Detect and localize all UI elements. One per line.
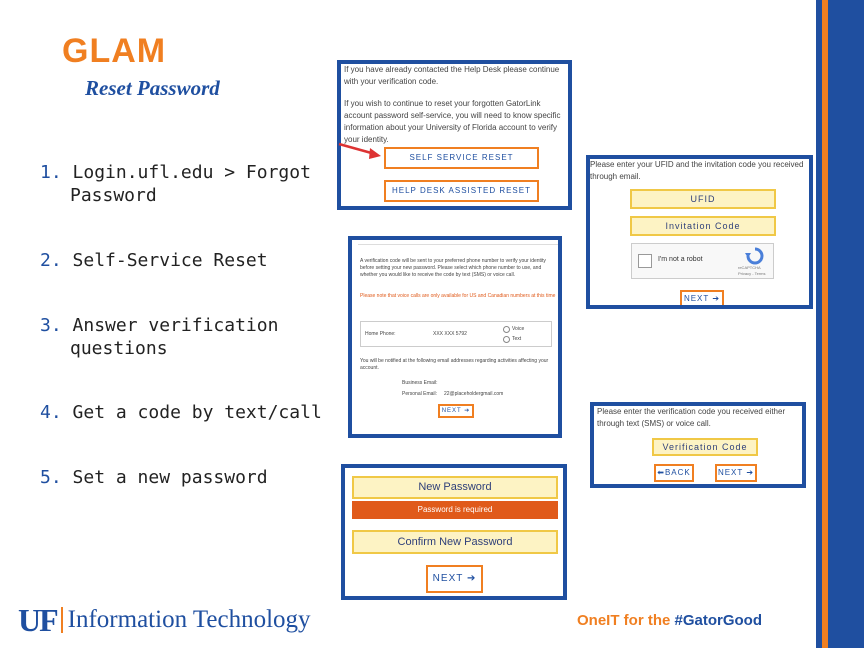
- step-text: Login.ufl.edu > Forgot: [72, 162, 311, 183]
- screenshot-new-password: New Password Password is required Confir…: [341, 464, 567, 600]
- screenshot-ufid-entry: Please enter your UFID and the invitatio…: [586, 155, 813, 309]
- step-text: Get a code by text/call: [72, 402, 322, 423]
- new-password-input[interactable]: New Password: [352, 476, 558, 499]
- help-desk-reset-button[interactable]: HELP DESK ASSISTED RESET: [384, 180, 539, 202]
- step-text-cont: questions: [70, 338, 168, 359]
- step-5: 5. Set a new password: [40, 466, 330, 489]
- next-button[interactable]: NEXT ➔: [715, 464, 757, 482]
- ufid-input[interactable]: UFID: [630, 189, 776, 209]
- back-button[interactable]: ⬅BACK: [654, 464, 694, 482]
- step-4: 4. Get a code by text/call: [40, 401, 330, 424]
- step-2: 2. Self-Service Reset: [40, 249, 330, 272]
- voice-call-note: Please note that voice calls are only av…: [360, 293, 556, 299]
- self-service-reset-button[interactable]: SELF SERVICE RESET: [384, 147, 539, 169]
- step-text-cont: Password: [70, 185, 157, 206]
- ufid-instructions: Please enter your UFID and the invitatio…: [590, 160, 804, 181]
- phone-label: Home Phone:: [365, 331, 396, 337]
- step-number: 2.: [40, 250, 62, 271]
- self-service-note: If you wish to continue to reset your fo…: [344, 99, 561, 144]
- confirm-password-input[interactable]: Confirm New Password: [352, 530, 558, 554]
- password-error: Password is required: [352, 501, 558, 519]
- text-option-label: Text: [512, 336, 522, 342]
- step-number: 3.: [40, 315, 62, 336]
- captcha-label: I'm not a robot: [658, 256, 703, 263]
- phone-value: XXX XXX 5792: [433, 331, 467, 337]
- step-text: Self-Service Reset: [72, 250, 268, 271]
- step-text: Set a new password: [72, 467, 268, 488]
- page-title: GLAM: [62, 32, 167, 70]
- captcha-widget: I'm not a robot reCAPTCHA Privacy - Term…: [631, 243, 774, 279]
- phone-option-row: Home Phone: XXX XXX 5792 Voice Text: [360, 321, 552, 347]
- personal-email-label: Personal Email:: [402, 391, 438, 397]
- screenshot-phone-selection: A verification code will be sent to your…: [348, 236, 562, 438]
- helpdesk-note: If you have already contacted the Help D…: [344, 65, 560, 86]
- uf-it-logo: UF Information Technology: [18, 601, 311, 638]
- right-edge-accent: [822, 0, 828, 648]
- tagline: OneIT for the #GatorGood: [577, 612, 762, 629]
- business-email-label: Business Email:: [402, 380, 438, 386]
- step-1: 1. Login.ufl.edu > Forgot Password: [40, 161, 330, 207]
- tagline-hashtag: #GatorGood: [674, 612, 763, 629]
- next-button[interactable]: NEXT ➔: [680, 290, 724, 305]
- divider: [358, 244, 558, 245]
- uf-logo-mark: UF: [18, 601, 59, 638]
- pointer-arrow-icon: [338, 142, 381, 159]
- code-instructions: Please enter the verification code you r…: [597, 407, 786, 428]
- verification-code-input[interactable]: Verification Code: [652, 438, 758, 456]
- page-subtitle: Reset Password: [85, 76, 220, 100]
- tagline-part-1: OneIT for the: [577, 612, 675, 629]
- invitation-code-input[interactable]: Invitation Code: [630, 216, 776, 236]
- recaptcha-icon: [745, 247, 764, 265]
- step-text: Answer verification: [72, 315, 279, 336]
- notify-text: You will be notified at the following em…: [360, 358, 549, 371]
- screenshot-verification-code: Please enter the verification code you r…: [590, 402, 806, 488]
- step-number: 1.: [40, 162, 62, 183]
- personal-email-value: 22@placeholdergmail.com: [444, 391, 504, 397]
- next-button[interactable]: NEXT ➔: [438, 404, 474, 418]
- verification-instructions: A verification code will be sent to your…: [360, 258, 546, 278]
- step-3: 3. Answer verification questions: [40, 314, 330, 360]
- logo-text: Information Technology: [67, 606, 311, 633]
- step-number: 4.: [40, 402, 62, 423]
- next-button[interactable]: NEXT ➔: [426, 565, 483, 593]
- step-number: 5.: [40, 467, 62, 488]
- text-radio[interactable]: [503, 336, 510, 343]
- captcha-checkbox[interactable]: [638, 254, 652, 268]
- voice-radio[interactable]: [503, 326, 510, 333]
- voice-option-label: Voice: [512, 326, 525, 332]
- captcha-links[interactable]: Privacy - Terms: [738, 271, 766, 276]
- screenshot-reset-options: If you have already contacted the Help D…: [337, 60, 572, 210]
- captcha-brand: reCAPTCHA: [738, 265, 761, 270]
- logo-divider: [60, 607, 63, 633]
